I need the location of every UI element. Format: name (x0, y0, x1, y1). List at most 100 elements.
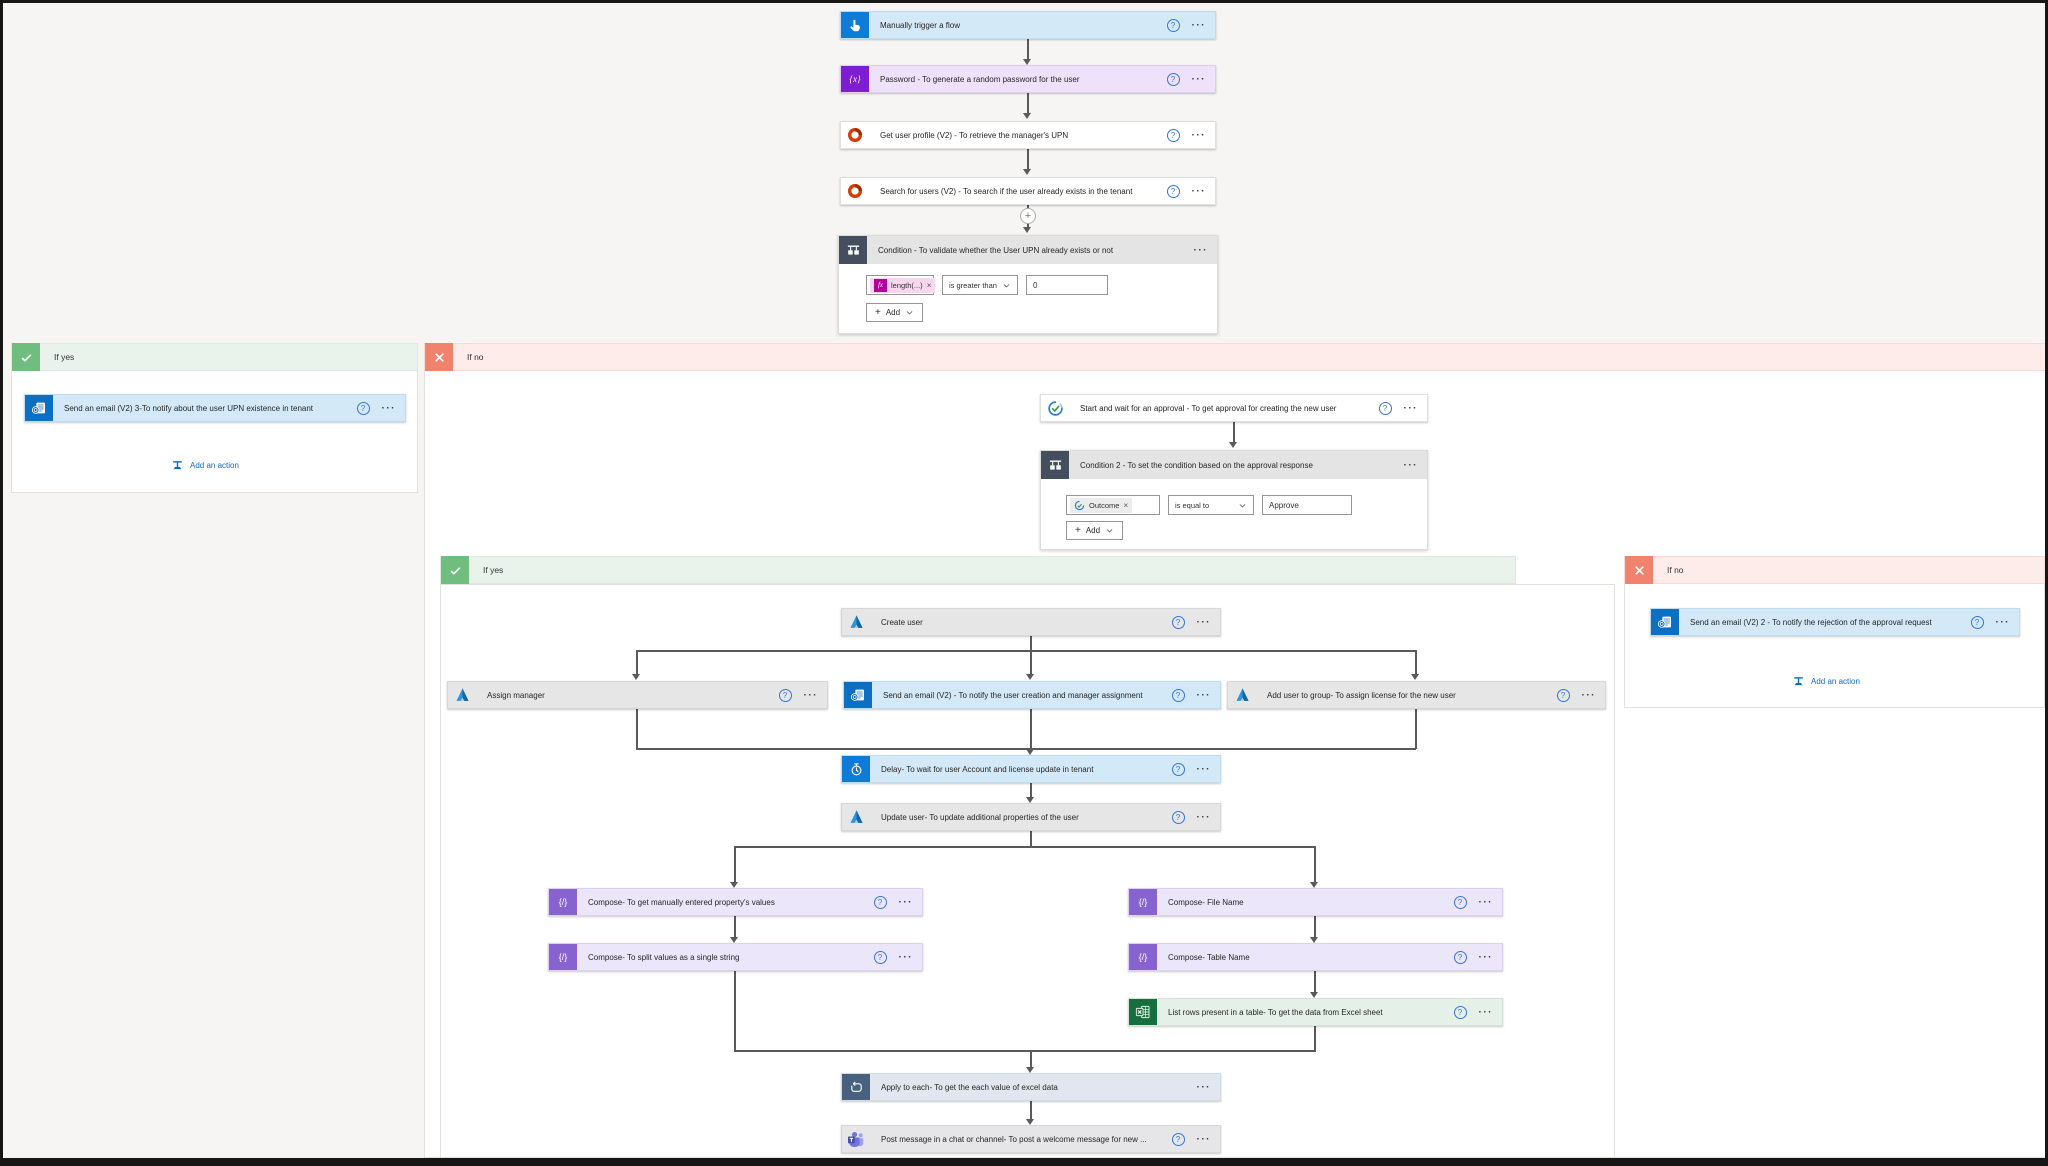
node-title: Condition 2 - To set the condition based… (1080, 460, 1313, 470)
menu-icon[interactable]: ··· (1196, 1081, 1211, 1093)
branch-header-if-yes-outer[interactable]: If yes (11, 343, 418, 371)
condition-operator-dropdown[interactable]: is equal to (1168, 495, 1254, 515)
connector-arrow (1024, 39, 1031, 65)
menu-icon[interactable]: ··· (1478, 951, 1493, 963)
condition-1-header[interactable]: Condition - To validate whether the User… (839, 236, 1217, 264)
help-icon[interactable]: ? (1171, 615, 1185, 629)
node-delay[interactable]: Delay- To wait for user Account and lice… (841, 755, 1221, 783)
help-icon[interactable]: ? (1453, 950, 1467, 964)
add-an-action-link[interactable]: Add an action (171, 459, 239, 472)
menu-icon[interactable]: ··· (1478, 896, 1493, 908)
help-icon[interactable]: ? (1378, 401, 1392, 415)
help-icon[interactable]: ? (1166, 18, 1180, 32)
outlook-icon (25, 395, 53, 421)
node-condition-2: Condition 2 - To set the condition based… (1040, 450, 1428, 550)
node-manually-trigger-flow[interactable]: Manually trigger a flow ? ··· (840, 11, 1216, 39)
manual-trigger-icon (841, 12, 869, 38)
menu-icon[interactable]: ··· (803, 689, 818, 701)
excel-icon (1129, 999, 1157, 1025)
menu-icon[interactable]: ··· (1191, 129, 1206, 141)
node-send-email-upn-exists[interactable]: Send an email (V2) 3-To notify about the… (24, 394, 406, 422)
menu-icon[interactable]: ··· (1191, 185, 1206, 197)
help-icon[interactable]: ? (778, 688, 792, 702)
node-start-and-wait-approval[interactable]: Start and wait for an approval - To get … (1040, 394, 1428, 422)
menu-icon[interactable]: ··· (1478, 1006, 1493, 1018)
remove-token-icon[interactable]: × (926, 280, 932, 290)
node-send-email-rejection[interactable]: Send an email (V2) 2 - To notify the rej… (1650, 608, 2020, 636)
menu-icon[interactable]: ··· (1196, 1133, 1211, 1145)
branch-header-if-no-inner[interactable]: If no (1624, 556, 2045, 584)
azure-ad-icon (842, 609, 870, 635)
node-title: Apply to each- To get the each value of … (881, 1082, 1058, 1092)
menu-icon[interactable]: ··· (1581, 689, 1596, 701)
help-icon[interactable]: ? (1556, 688, 1570, 702)
connector-arrow (1311, 971, 1318, 998)
menu-icon[interactable]: ··· (1196, 763, 1211, 775)
menu-icon[interactable]: ··· (898, 896, 913, 908)
office365-icon (841, 178, 869, 204)
add-an-action-link[interactable]: Add an action (1792, 675, 1860, 688)
menu-icon[interactable]: ··· (1196, 689, 1211, 701)
office365-icon (841, 122, 869, 148)
condition-2-header[interactable]: Condition 2 - To set the condition based… (1041, 451, 1427, 479)
remove-token-icon[interactable]: × (1123, 500, 1129, 510)
condition-add-button[interactable]: + Add (1066, 521, 1124, 540)
help-icon[interactable]: ? (356, 401, 370, 415)
menu-icon[interactable]: ··· (1196, 616, 1211, 628)
connector-arrow (1027, 709, 1034, 755)
insert-step-button[interactable]: + (1020, 208, 1036, 224)
condition-value-input[interactable] (1262, 495, 1352, 515)
teams-icon (842, 1126, 870, 1152)
menu-icon[interactable]: ··· (1191, 19, 1206, 31)
node-title: Password - To generate a random password… (880, 74, 1080, 84)
node-update-user[interactable]: Update user- To update additional proper… (841, 803, 1221, 831)
node-compose-properties[interactable]: {/} Compose- To get manually entered pro… (548, 888, 923, 916)
node-title: Delay- To wait for user Account and lice… (881, 764, 1094, 774)
branch-header-if-yes-inner[interactable]: If yes (440, 556, 1516, 584)
node-list-rows-excel[interactable]: List rows present in a table- To get the… (1128, 998, 1503, 1026)
condition-operand-field[interactable]: fx length(...) × (866, 275, 936, 295)
menu-icon[interactable]: ··· (1995, 616, 2010, 628)
node-send-email-creation[interactable]: Send an email (V2) - To notify the user … (843, 681, 1221, 709)
node-assign-manager[interactable]: Assign manager ? ··· (447, 681, 828, 709)
node-apply-to-each[interactable]: Apply to each- To get the each value of … (841, 1073, 1221, 1101)
help-icon[interactable]: ? (1166, 128, 1180, 142)
menu-icon[interactable]: ··· (1403, 459, 1418, 471)
help-icon[interactable]: ? (873, 895, 887, 909)
menu-icon[interactable]: ··· (1403, 402, 1418, 414)
menu-icon[interactable]: ··· (1196, 811, 1211, 823)
menu-icon[interactable]: ··· (1191, 73, 1206, 85)
help-icon[interactable]: ? (1171, 810, 1185, 824)
node-get-user-profile[interactable]: Get user profile (V2) - To retrieve the … (840, 121, 1216, 149)
help-icon[interactable]: ? (1453, 1005, 1467, 1019)
condition-add-button[interactable]: + Add (866, 303, 924, 322)
node-create-user[interactable]: Create user ? ··· (841, 608, 1221, 636)
node-add-user-to-group[interactable]: Add user to group- To assign license for… (1227, 681, 1606, 709)
node-search-for-users[interactable]: Search for users (V2) - To search if the… (840, 177, 1216, 205)
condition-operand-field[interactable]: Outcome × (1066, 495, 1160, 515)
node-password-variable[interactable]: {x} Password - To generate a random pass… (840, 65, 1216, 93)
menu-icon[interactable]: ··· (1193, 244, 1208, 256)
help-icon[interactable]: ? (1171, 688, 1185, 702)
connector-arrow (1024, 149, 1031, 175)
node-compose-split[interactable]: {/} Compose- To split values as a single… (548, 943, 923, 971)
compose-icon: {/} (1129, 944, 1157, 970)
help-icon[interactable]: ? (873, 950, 887, 964)
help-icon[interactable]: ? (1453, 895, 1467, 909)
menu-icon[interactable]: ··· (381, 402, 396, 414)
node-post-message-teams[interactable]: Post message in a chat or channel- To po… (841, 1125, 1221, 1153)
menu-icon[interactable]: ··· (898, 951, 913, 963)
condition-operator-dropdown[interactable]: is greater than (942, 275, 1018, 295)
help-icon[interactable]: ? (1166, 72, 1180, 86)
node-compose-table-name[interactable]: {/} Compose- Table Name ? ··· (1128, 943, 1503, 971)
help-icon[interactable]: ? (1970, 615, 1984, 629)
node-compose-file-name[interactable]: {/} Compose- File Name ? ··· (1128, 888, 1503, 916)
condition-value-input[interactable] (1026, 275, 1108, 295)
node-title: Send an email (V2) 2 - To notify the rej… (1690, 617, 1932, 627)
azure-ad-icon (842, 804, 870, 830)
help-icon[interactable]: ? (1166, 184, 1180, 198)
branch-header-if-no-outer[interactable]: If no (424, 343, 2045, 371)
help-icon[interactable]: ? (1171, 762, 1185, 776)
help-icon[interactable]: ? (1171, 1132, 1185, 1146)
